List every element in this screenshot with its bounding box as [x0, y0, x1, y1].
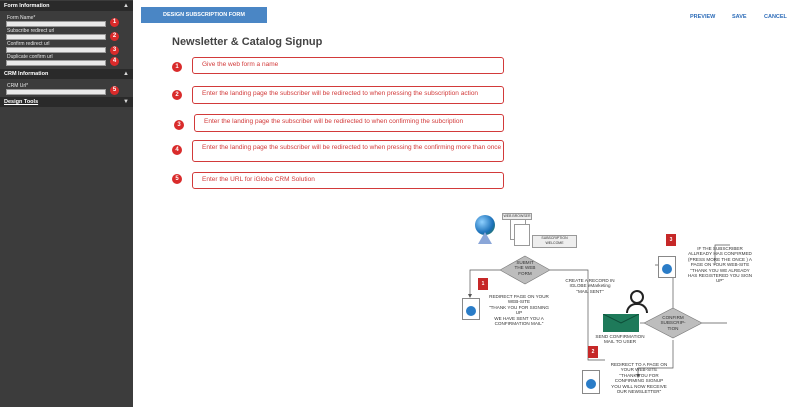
globe-icon — [586, 379, 596, 389]
callout-text: Enter the landing page the subscriber wi… — [202, 90, 479, 97]
user-icon-body — [626, 303, 648, 313]
duplicate-confirm-label: Duplicate confirm url — [7, 54, 53, 60]
confirm-redirect-label: Confirm redirect url — [7, 41, 50, 47]
page-title: Newsletter & Catalog Signup — [172, 36, 323, 48]
cancel-link[interactable]: CANCEL — [764, 14, 787, 20]
callout-number-badge: 1 — [172, 62, 182, 72]
callout-number-badge: 3 — [174, 120, 184, 130]
user-icon — [630, 290, 644, 304]
form-information-header[interactable]: Form Information ▲ — [0, 1, 133, 11]
callout-box: Enter the landing page the subscriber wi… — [192, 140, 504, 162]
step-marker: 3 — [666, 234, 676, 246]
callout-text: Enter the landing page the subscriber wi… — [202, 144, 502, 151]
envelope-icon — [603, 314, 639, 332]
field-number-badge: 5 — [110, 86, 119, 95]
crm-information-title: CRM Information — [4, 71, 49, 77]
send-confirmation-text: SEND CONFIRMATION MAIL TO USER — [595, 334, 645, 345]
step-marker: 2 — [588, 346, 598, 358]
submit-text: SUBMIT THE WEB FORM — [514, 260, 536, 276]
confirm-diamond — [643, 307, 703, 339]
design-subscription-form-button[interactable]: DESIGN SUBSCRIPTION FORM — [141, 7, 267, 23]
user-figure-icon — [478, 232, 492, 244]
collapse-icon[interactable]: ▲ — [123, 71, 129, 77]
subscribe-redirect-input[interactable] — [6, 34, 106, 40]
design-tools-header[interactable]: Design Tools ▼ — [0, 97, 133, 107]
field-number-badge: 2 — [110, 32, 119, 41]
document-icon — [658, 256, 676, 278]
redirect-signup-text: REDIRECT PAGE ON YOUR WEB-SITE "THANK YO… — [489, 294, 549, 327]
preview-link[interactable]: PREVIEW — [690, 14, 716, 20]
document-icon — [462, 298, 480, 320]
save-link[interactable]: SAVE — [732, 14, 747, 20]
field-number-badge: 4 — [110, 57, 119, 66]
globe-icon — [466, 306, 476, 316]
field-number-badge: 3 — [110, 46, 119, 55]
callout-box: Enter the landing page the subscriber wi… — [192, 86, 504, 104]
globe-icon — [475, 215, 495, 235]
confirm-redirect-input[interactable] — [6, 47, 106, 53]
design-tools-title: Design Tools — [4, 99, 39, 105]
form-information-title: Form Information — [4, 3, 50, 9]
form-name-input[interactable] — [6, 21, 106, 27]
create-record-text: CREATE A RECORD IN IGLOBE eMarketing "MA… — [565, 278, 615, 294]
duplicate-confirm-input[interactable] — [6, 60, 106, 66]
callout-box: Enter the landing page the subscriber wi… — [194, 114, 504, 132]
callout-number-badge: 5 — [172, 174, 182, 184]
callout-box: Enter the URL for iGlobe CRM Solution — [192, 172, 504, 189]
collapse-icon[interactable]: ▲ — [123, 3, 129, 9]
expand-icon[interactable]: ▼ — [123, 99, 129, 105]
globe-icon — [662, 264, 672, 274]
callout-box: Give the web form a name — [192, 57, 504, 74]
field-number-badge: 1 — [110, 18, 119, 27]
subscription-flowchart: WEB BROWSER SUBSCRIPTION WELCOME SUBMIT … — [440, 210, 800, 407]
step-marker: 1 — [478, 278, 488, 290]
crm-url-input[interactable] — [6, 89, 106, 95]
callout-text: Enter the URL for iGlobe CRM Solution — [202, 176, 315, 183]
already-confirmed-text: IF THE SUBSCRIBER ALLREADY HAS CONFIRMED… — [687, 246, 753, 284]
sidebar: Form Information ▲ Form Name* 1 Subscrib… — [0, 0, 133, 407]
document-icon — [514, 224, 530, 246]
redirect-confirmed-text: REDIRECT TO A PAGE ON YOUR WEB-SITE "THA… — [610, 362, 668, 395]
callout-text: Give the web form a name — [202, 61, 279, 68]
crm-information-header[interactable]: CRM Information ▲ — [0, 69, 133, 79]
subscribe-redirect-label: Subscribe redirect url — [7, 28, 55, 34]
callout-number-badge: 2 — [172, 90, 182, 100]
document-icon — [582, 370, 600, 394]
confirm-subscription-text: CONFIRM SUBSCRIP- TION — [660, 315, 686, 331]
doc-label: WEB BROWSER — [502, 213, 532, 221]
doc-label: SUBSCRIPTION WELCOME — [532, 235, 577, 248]
form-name-label: Form Name* — [7, 15, 36, 21]
crm-url-label: CRM Url* — [7, 83, 29, 89]
callout-number-badge: 4 — [172, 145, 182, 155]
callout-text: Enter the landing page the subscriber wi… — [204, 118, 464, 125]
submit-diamond — [499, 255, 551, 285]
